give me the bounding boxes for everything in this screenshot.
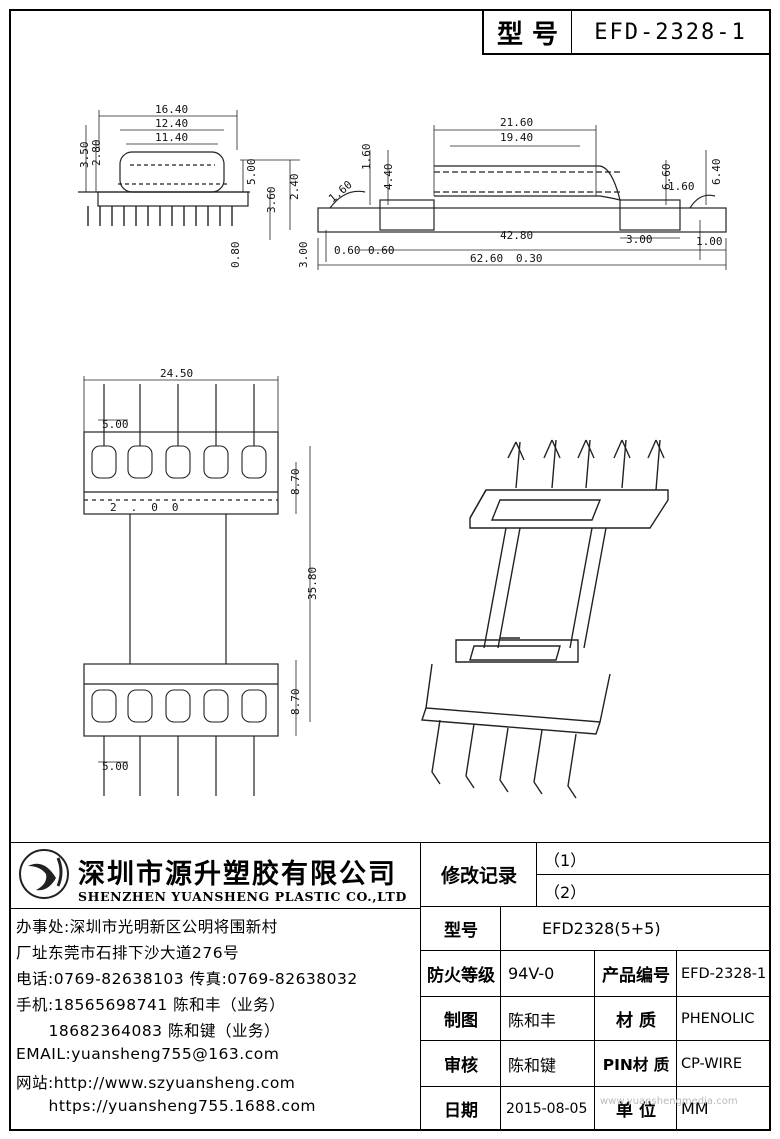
dim-section-1: 19.40 [500, 131, 533, 144]
dim-top-1: 5.00 [102, 418, 129, 431]
dim-section-9: 0.60 [368, 244, 395, 257]
company-mobile-2: 18682364083 陈和键（业务） [16, 1022, 280, 1040]
dim-section-0: 21.60 [500, 116, 533, 129]
date-label: 日期 [444, 1101, 478, 1121]
dim-section-2: 1.60 [326, 178, 355, 205]
revision-1: （1） [544, 850, 587, 870]
dim-section-14: 0.30 [516, 252, 543, 265]
dim-top-5: 5.00 [102, 760, 129, 773]
unit-label: 单 位 [616, 1101, 656, 1121]
fire-rating-label: 防火等级 [427, 966, 495, 986]
company-mobile-1: 手机:18565698741 陈和丰（业务） [16, 996, 286, 1014]
dim-top-3: 35.80 [306, 567, 319, 600]
review-label: 审核 [444, 1056, 478, 1076]
dim-top-0: 24.50 [160, 367, 193, 380]
dim-side-7: 3.60 [265, 187, 278, 214]
dim-side-3: 3.50 [78, 142, 91, 169]
draw-value: 陈和丰 [508, 1010, 557, 1030]
fire-rating-value: 94V-0 [508, 964, 555, 983]
product-no-value: EFD-2328-1 [681, 965, 767, 982]
dim-top-6: 2.00 [110, 501, 193, 514]
revision-label: 修改记录 [440, 865, 517, 887]
dim-section-7: 6.40 [710, 159, 723, 186]
company-office: 办事处:深圳市光明新区公明将围新村 [16, 918, 278, 936]
dim-section-3: 4.40 [382, 164, 395, 191]
unit-value: MM [681, 1099, 709, 1118]
material-label: 材 质 [616, 1011, 656, 1031]
title-block: 型 号 EFD-2328-1 [482, 9, 771, 55]
dim-side-9: 3.00 [297, 242, 310, 269]
drawing-frame [9, 9, 771, 1131]
technical-drawing: 16.40 12.40 11.40 3.50 2.80 5.00 2.40 3.… [78, 103, 727, 799]
watermark: www.yuanshengmedia.com [600, 1096, 738, 1107]
model-value: EFD-2328-1 [594, 19, 747, 45]
date-value: 2015-08-05 [506, 1100, 588, 1117]
model-row-value: EFD2328(5+5) [542, 919, 661, 938]
company-website-2: https://yuansheng755.1688.com [16, 1097, 317, 1115]
dim-top-4: 8.70 [289, 689, 302, 716]
draw-label: 制图 [444, 1011, 478, 1031]
dim-side-6: 2.40 [288, 174, 301, 201]
top-view: 24.50 5.00 8.70 35.80 8.70 5.00 2.00 [83, 367, 319, 796]
model-row-label: 型号 [444, 921, 478, 941]
dim-section-13: 62.60 [470, 252, 503, 265]
dim-side-4: 2.80 [90, 140, 103, 167]
revision-2: （2） [544, 882, 587, 902]
dim-section-5: 6.60 [660, 164, 673, 191]
section-view: 21.60 19.40 1.60 4.40 1.60 6.60 1.60 6.4… [317, 116, 727, 270]
dim-section-6: 1.60 [668, 180, 695, 193]
dim-side-0: 16.40 [155, 103, 188, 116]
side-view: 16.40 12.40 11.40 3.50 2.80 5.00 2.40 3.… [78, 103, 310, 268]
dim-side-5: 5.00 [245, 159, 258, 186]
company-website-1: 网站:http://www.szyuansheng.com [16, 1074, 296, 1092]
company-name-en: SHENZHEN YUANSHENG PLASTIC CO.,LTD [78, 889, 407, 904]
company-name-cn: 深圳市源升塑胶有限公司 [78, 859, 397, 890]
company-logo [18, 848, 70, 900]
material-value: PHENOLIC [681, 1010, 755, 1027]
dim-section-11: 3.00 [626, 233, 653, 246]
product-no-label: 产品编号 [602, 966, 670, 986]
dim-side-2: 11.40 [155, 131, 188, 144]
review-value: 陈和键 [508, 1055, 557, 1075]
isometric-view [421, 439, 669, 799]
dim-section-4: 1.60 [360, 144, 373, 171]
company-email: EMAIL:yuansheng755@163.com [16, 1045, 280, 1063]
company-phone: 电话:0769-82638103 传真:0769-82638032 [16, 970, 358, 988]
pin-material-value: CP-WIRE [681, 1055, 743, 1072]
dim-side-1: 12.40 [155, 117, 188, 130]
model-label: 型 号 [496, 19, 559, 50]
dim-top-2: 8.70 [289, 469, 302, 496]
dim-section-10: 42.80 [500, 229, 533, 242]
dim-section-12: 1.00 [696, 235, 723, 248]
dim-section-8: 0.60 [334, 244, 361, 257]
pin-material-label: PIN材 质 [602, 1055, 670, 1074]
dim-side-8: 0.80 [229, 242, 242, 269]
company-factory: 厂址东莞市石排下沙大道276号 [16, 944, 240, 962]
